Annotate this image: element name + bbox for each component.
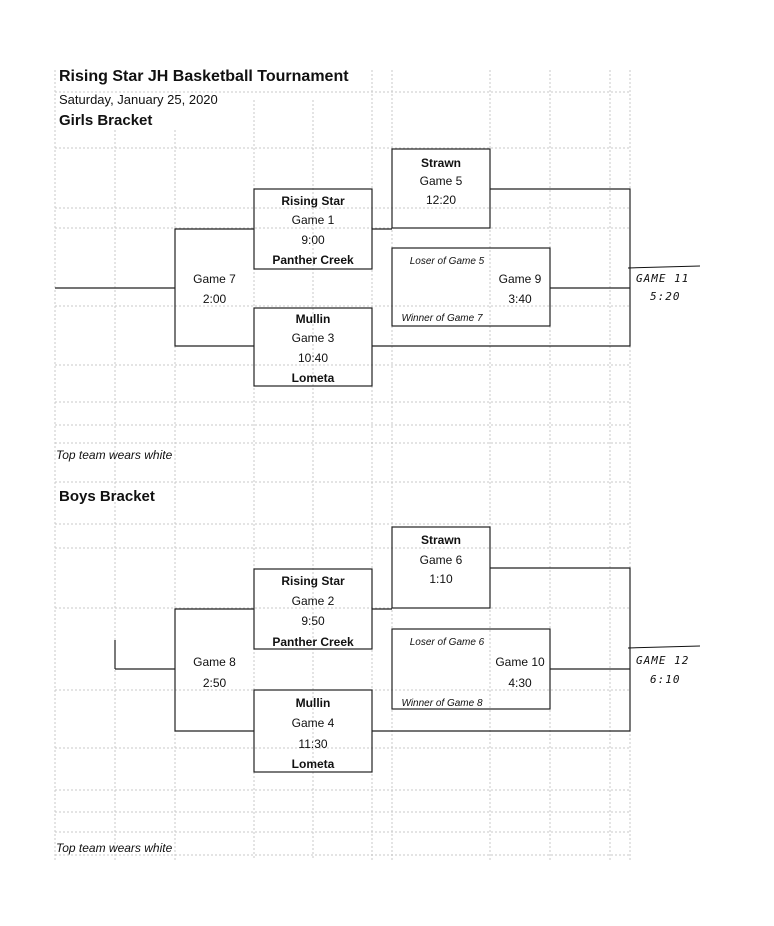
boys-loser-note: Loser of Game 6 — [409, 637, 485, 648]
girls-handwritten-game: GAME 11 — [636, 272, 690, 285]
girls-game1-label: Game 1 — [291, 213, 335, 227]
boys-handwritten-time: 6:10 — [650, 673, 681, 686]
boys-game2-top-team: Rising Star — [281, 574, 345, 588]
boys-game6-team: Strawn — [420, 533, 461, 547]
girls-game9-label: Game 9 — [498, 272, 542, 286]
girls-game5-label: Game 5 — [419, 174, 463, 188]
girls-game5-team: Strawn — [420, 156, 461, 170]
boys-bracket-heading: Boys Bracket — [59, 488, 155, 505]
handwritten-marks — [627, 265, 701, 649]
boys-game6-label: Game 6 — [419, 553, 463, 567]
girls-game5-time: 12:20 — [425, 193, 457, 207]
girls-game3-top-team: Mullin — [295, 312, 331, 326]
girls-winner-note: Winner of Game 7 — [401, 313, 483, 324]
girls-game7-time: 2:00 — [202, 292, 227, 306]
boys-handwritten-game: GAME 12 — [636, 654, 690, 667]
boys-game2-bottom-team: Panther Creek — [272, 635, 354, 649]
boys-game2-label: Game 2 — [291, 594, 335, 608]
girls-footnote: Top team wears white — [56, 448, 173, 462]
boys-game4-bottom-team: Lometa — [291, 757, 335, 771]
girls-game3-time: 10:40 — [297, 351, 329, 365]
boys-game10-label: Game 10 — [495, 655, 545, 669]
girls-game1-bottom-team: Panther Creek — [272, 253, 354, 267]
boys-winner-note: Winner of Game 8 — [401, 698, 483, 709]
girls-game9-time: 3:40 — [508, 292, 532, 306]
boys-game6-time: 1:10 — [429, 572, 453, 586]
boys-game8-label: Game 8 — [193, 655, 236, 669]
boys-game8-time: 2:50 — [202, 676, 227, 690]
girls-bracket-heading: Girls Bracket — [59, 112, 153, 129]
boys-footnote: Top team wears white — [56, 841, 173, 855]
boys-game4-label: Game 4 — [291, 716, 335, 730]
girls-game3-label: Game 3 — [291, 331, 335, 345]
girls-game3-bottom-team: Lometa — [291, 371, 335, 385]
boys-game4-time: 11:30 — [298, 737, 328, 751]
boys-bracket-lines — [114, 526, 631, 773]
girls-handwritten-time: 5:20 — [650, 290, 681, 303]
boys-game10-time: 4:30 — [508, 676, 532, 690]
page-date: Saturday, January 25, 2020 — [59, 92, 218, 107]
girls-game7-label: Game 7 — [193, 272, 236, 286]
page-title: Rising Star JH Basketball Tournament — [59, 68, 349, 85]
girls-loser-note: Loser of Game 5 — [409, 256, 485, 267]
boys-game2-time: 9:50 — [301, 614, 325, 628]
girls-game1-top-team: Rising Star — [281, 194, 345, 208]
girls-game1-time: 9:00 — [301, 233, 325, 247]
boys-game4-top-team: Mullin — [295, 696, 331, 710]
